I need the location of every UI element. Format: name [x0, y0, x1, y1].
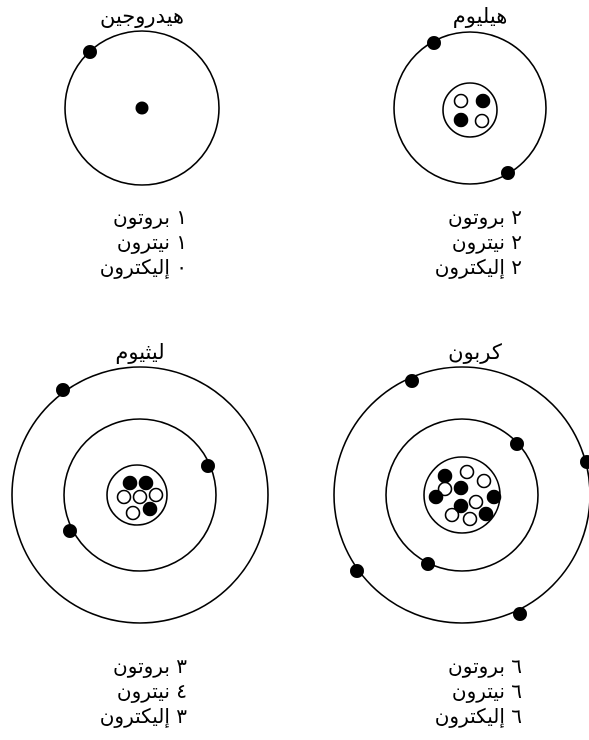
lithium-counts: ٣ بروتون ٤ نيترون ٣ إليكترون: [100, 654, 187, 729]
carbon-neutron: [478, 475, 491, 488]
lithium-proton: [144, 503, 157, 516]
carbon-atom: [334, 367, 589, 623]
helium-electrons: ٢ إليكترون: [435, 255, 522, 280]
carbon-counts: ٦ بروتون ٦ نيترون ٦ إليكترون: [435, 654, 522, 729]
lithium-electron: [63, 524, 77, 538]
carbon-proton: [439, 470, 452, 483]
lithium-neutron: [127, 507, 140, 520]
carbon-electron: [580, 455, 589, 469]
lithium-proton: [124, 477, 137, 490]
hydrogen-atom: [65, 31, 219, 185]
lithium-atom: [12, 367, 268, 623]
carbon-neutrons: ٦ نيترون: [435, 679, 522, 704]
carbon-electron: [513, 607, 527, 621]
lithium-proton: [140, 477, 153, 490]
lithium-electron: [201, 459, 215, 473]
carbon-proton: [488, 491, 501, 504]
helium-nucleus-ring: [443, 83, 497, 137]
carbon-proton: [480, 508, 493, 521]
hydrogen-counts: ١ بروتون ١ نيترون ٠ إليكترون: [100, 205, 187, 280]
lithium-electrons: ٣ إليكترون: [100, 704, 187, 729]
carbon-neutron: [464, 513, 477, 526]
lithium-neutron: [134, 491, 147, 504]
hydrogen-neutrons: ١ نيترون: [100, 230, 187, 255]
carbon-electron: [405, 374, 419, 388]
helium-electron: [427, 36, 441, 50]
carbon-neutron: [470, 496, 483, 509]
carbon-neutron: [461, 466, 474, 479]
carbon-electron: [510, 437, 524, 451]
helium-proton: [477, 95, 490, 108]
helium-neutron: [476, 115, 489, 128]
carbon-proton: [455, 500, 468, 513]
carbon-proton: [455, 482, 468, 495]
helium-counts: ٢ بروتون ٢ نيترون ٢ إليكترون: [435, 205, 522, 280]
lithium-neutron: [118, 491, 131, 504]
hydrogen-electrons: ٠ إليكترون: [100, 255, 187, 280]
helium-neutrons: ٢ نيترون: [435, 230, 522, 255]
lithium-protons: ٣ بروتون: [100, 654, 187, 679]
lithium-neutrons: ٤ نيترون: [100, 679, 187, 704]
lithium-electron: [56, 383, 70, 397]
helium-electron: [501, 166, 515, 180]
carbon-proton: [430, 491, 443, 504]
carbon-electron: [421, 557, 435, 571]
carbon-electron: [350, 564, 364, 578]
hydrogen-protons: ١ بروتون: [100, 205, 187, 230]
helium-neutron: [455, 95, 468, 108]
lithium-neutron: [150, 489, 163, 502]
helium-protons: ٢ بروتون: [435, 205, 522, 230]
helium-proton: [455, 114, 468, 127]
hydrogen-nucleus: [136, 102, 149, 115]
helium-orbit: [394, 32, 546, 184]
hydrogen-electron: [83, 45, 97, 59]
helium-atom: [394, 32, 546, 184]
carbon-electrons: ٦ إليكترون: [435, 704, 522, 729]
carbon-protons: ٦ بروتون: [435, 654, 522, 679]
